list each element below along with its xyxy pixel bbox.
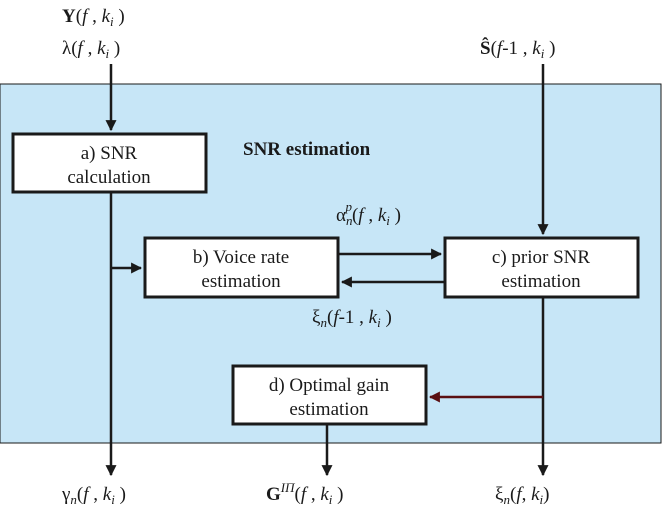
input-y-label: Y(f , ki ) <box>62 6 125 29</box>
optimal-gain-line1: d) Optimal gain <box>269 375 390 396</box>
voice-rate-estimation-block <box>143 236 340 299</box>
panel-title: SNR estimation <box>243 139 371 160</box>
snr-calculation-block <box>11 132 208 194</box>
output-g-label: GIΠ(f , ki ) <box>266 480 344 507</box>
optimal-gain-estimation-block <box>231 364 428 426</box>
voice-rate-line2: estimation <box>201 271 281 292</box>
snr-calculation-line2: calculation <box>67 167 151 188</box>
prior-snr-line2: estimation <box>501 271 581 292</box>
output-xi-label: ξn(f, ki) <box>495 484 549 507</box>
output-gamma-label: γn(f , ki ) <box>61 484 126 507</box>
voice-rate-line1: b) Voice rate <box>193 247 289 268</box>
snr-calculation-line1: a) SNR <box>81 143 138 164</box>
optimal-gain-line2: estimation <box>289 399 369 420</box>
prior-snr-line1: c) prior SNR <box>492 247 590 268</box>
input-lambda-label: λ(f , ki ) <box>62 38 120 61</box>
xi-prev-label: ξn(f-1 , ki ) <box>312 307 392 330</box>
alpha-label: αnp(f , ki ) <box>336 199 401 228</box>
prior-snr-estimation-block <box>443 236 640 299</box>
input-s-hat-label: Ŝ(f-1 , ki ) <box>480 37 555 61</box>
